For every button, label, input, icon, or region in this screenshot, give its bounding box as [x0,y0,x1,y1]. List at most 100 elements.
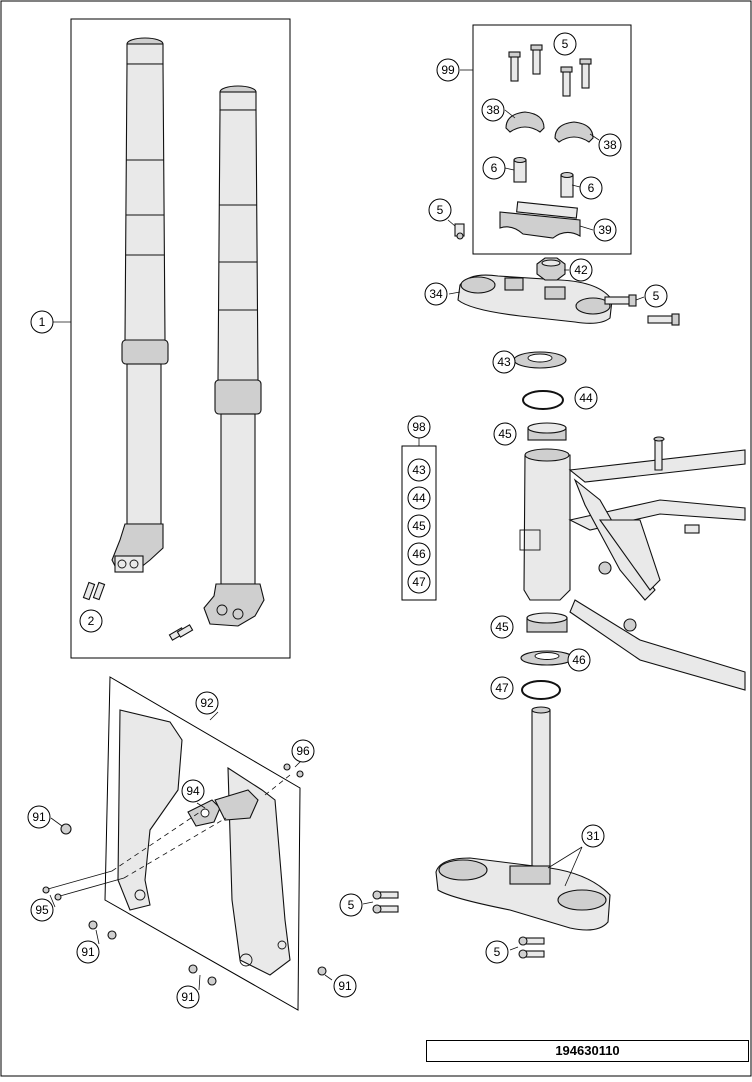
svg-text:42: 42 [574,263,588,277]
svg-text:43: 43 [412,463,426,477]
svg-text:45: 45 [498,427,512,441]
lower-triple-clamp-with-stem [435,706,611,931]
guard-short-screws [60,823,327,986]
svg-text:92: 92 [200,696,214,710]
svg-text:96: 96 [296,744,310,758]
svg-text:38: 38 [486,103,500,117]
svg-text:91: 91 [81,945,95,959]
fork-group-frame [70,18,291,659]
svg-text:91: 91 [338,979,352,993]
clamp-bolts-lower-right [518,936,545,959]
left-fork-leg [111,37,169,573]
fork-guard-right [227,766,291,976]
handlebar-clamp-lower [499,201,581,239]
callout-91-a: 91 [27,805,51,829]
callout-92: 92 [195,691,219,715]
handlebar-clamp-kit-frame [472,24,632,255]
svg-text:43: 43 [497,355,511,369]
upper-bearing-parts [513,351,567,441]
svg-text:94: 94 [186,784,200,798]
kit-item-43: 43 [407,458,431,482]
callout-38-b: 38 [598,133,622,157]
lower-bearing-parts [520,612,574,700]
upper-triple-clamp [457,274,613,324]
callout-47: 47 [490,676,514,700]
callout-34: 34 [424,282,448,306]
dashed-mounting-axes [111,774,291,879]
callout-2: 2 [79,609,103,633]
callout-6-b: 6 [579,176,603,200]
callout-91-d: 91 [333,974,357,998]
svg-text:45: 45 [412,519,426,533]
svg-text:34: 34 [429,287,443,301]
svg-text:99: 99 [441,63,455,77]
svg-text:91: 91 [181,990,195,1004]
handlebar-clamps-upper [505,111,594,143]
callout-43: 43 [492,350,516,374]
svg-text:91: 91 [32,810,46,824]
callout-91-c: 91 [176,985,200,1009]
svg-text:46: 46 [572,653,586,667]
callout-5-d: 5 [339,893,363,917]
kit-item-46: 46 [407,542,431,566]
brake-line-guide [187,789,259,827]
fork-guard-sheet-frame [104,676,301,1011]
svg-text:39: 39 [598,223,612,237]
svg-text:95: 95 [35,903,49,917]
right-fork-leg [203,85,265,627]
callout-96: 96 [291,739,315,763]
clamp-spacers [513,156,574,198]
callout-39: 39 [593,218,617,242]
clamp-bolts-lower-left [372,890,399,914]
callout-45-b: 45 [490,615,514,639]
callout-31: 31 [581,824,605,848]
callout-91-b: 91 [76,940,100,964]
svg-text:5: 5 [653,289,660,303]
side-bolt [454,223,465,240]
kit-item-47: 47 [407,570,431,594]
svg-text:45: 45 [495,620,509,634]
guard-nuts [283,763,304,778]
svg-text:5: 5 [562,37,569,51]
callout-1: 1 [30,310,54,334]
callout-46: 46 [567,648,591,672]
callout-5-e: 5 [485,940,509,964]
svg-text:1: 1 [39,315,46,329]
callout-42: 42 [569,258,593,282]
callout-44: 44 [574,386,598,410]
svg-text:46: 46 [412,547,426,561]
guard-long-screws [42,870,125,901]
callout-99: 99 [436,58,460,82]
kit-item-45: 45 [407,514,431,538]
callout-6-a: 6 [482,156,506,180]
right-axle-screws [168,624,194,641]
svg-text:38: 38 [603,138,617,152]
fork-guard-left [117,709,183,911]
svg-text:6: 6 [588,181,595,195]
svg-text:6: 6 [491,161,498,175]
svg-text:44: 44 [412,491,426,505]
svg-text:47: 47 [495,681,509,695]
kit-item-44: 44 [407,486,431,510]
clamp-bolts-side [604,294,680,326]
callout-45-a: 45 [493,422,517,446]
svg-text:31: 31 [586,829,600,843]
callout-38-a: 38 [481,98,505,122]
document-number: 194630110 [426,1040,749,1062]
steering-stem-nut [536,257,566,281]
callout-95: 95 [30,898,54,922]
leader-lines [49,43,645,991]
svg-text:5: 5 [494,945,501,959]
callout-5-c: 5 [644,284,668,308]
callout-5-b: 5 [428,198,452,222]
svg-text:5: 5 [348,898,355,912]
svg-text:5: 5 [437,203,444,217]
callout-98: 98 [407,415,431,439]
clamp-bolts-top [508,44,592,97]
frame-section [519,436,746,691]
svg-text:98: 98 [412,420,426,434]
callout-94: 94 [181,779,205,803]
